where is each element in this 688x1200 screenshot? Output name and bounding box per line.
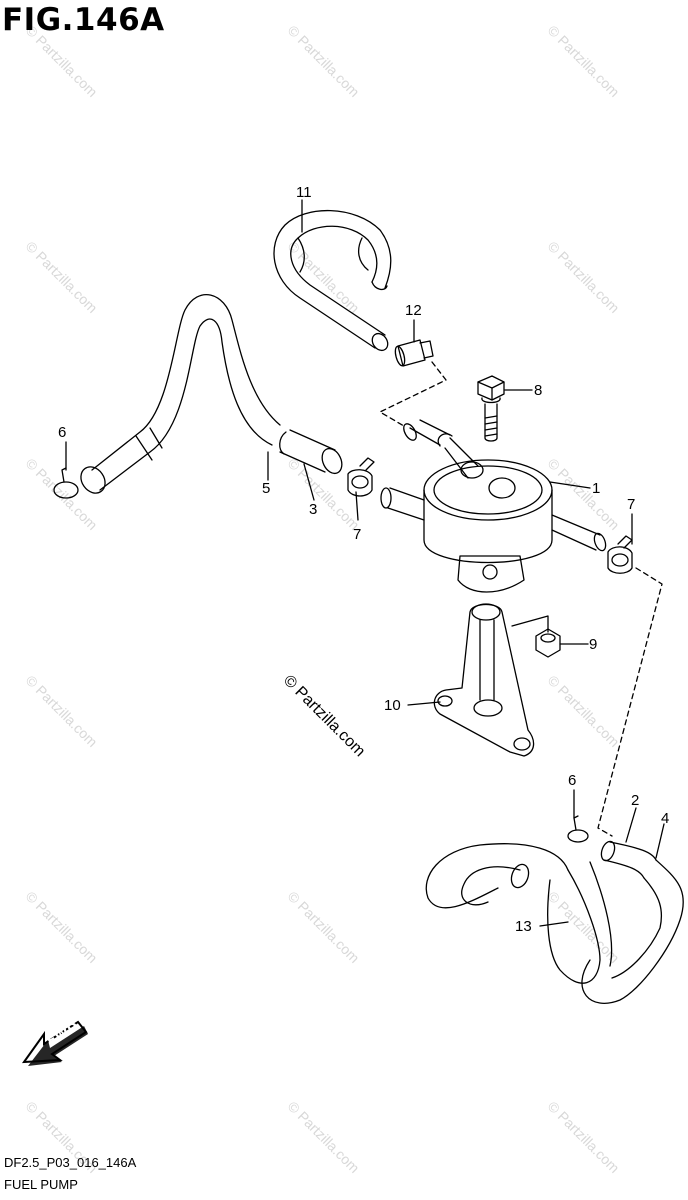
leader-10 [407,701,441,706]
clip-7-left [347,457,375,497]
link-bracket-9 [511,615,549,633]
figure-name: FUEL PUMP [4,1177,78,1192]
callout-7-right: 7 [627,496,636,513]
figure-code: DF2.5_P03_016_146A [4,1155,137,1170]
hose-13 [425,843,613,984]
hose-2 [600,840,657,879]
callout-1: 1 [592,480,601,497]
bolt-8 [477,375,505,442]
fitting-12 [394,339,434,367]
leader-1 [549,481,591,489]
callout-13: 13 [515,918,532,935]
callout-11: 11 [296,184,312,201]
callout-10: 10 [384,697,401,714]
callout-6-lower: 6 [568,772,577,789]
callout-9: 9 [589,636,598,653]
fuel-pump-1 [380,419,607,593]
dashed-link-12-pump [379,361,447,427]
hose-4 [581,859,684,1004]
leader-3 [303,463,315,501]
hose-5 [80,294,281,494]
clip-6-lower [567,815,589,843]
callout-5: 5 [262,480,271,497]
callout-12: 12 [405,302,422,319]
dashed-link-pump-2 [597,567,663,837]
leader-13 [539,921,569,927]
hose-11 [273,209,392,352]
leader-2 [625,807,637,843]
nut-9 [535,628,561,658]
leader-4 [655,823,665,859]
clip-7-right [607,535,633,574]
callout-2: 2 [631,792,640,809]
callout-3: 3 [309,501,318,518]
bracket-10 [433,603,535,757]
callout-8: 8 [534,382,543,399]
callout-7-left: 7 [353,526,362,543]
callout-6-left: 6 [58,424,67,441]
hose-3 [279,429,343,475]
leader-7-left [355,491,359,521]
clip-6-left [53,467,79,499]
fwd-arrow-icon: FWD [21,1019,88,1066]
callout-4: 4 [661,810,670,827]
figure-title: FIG.146A [2,2,165,38]
